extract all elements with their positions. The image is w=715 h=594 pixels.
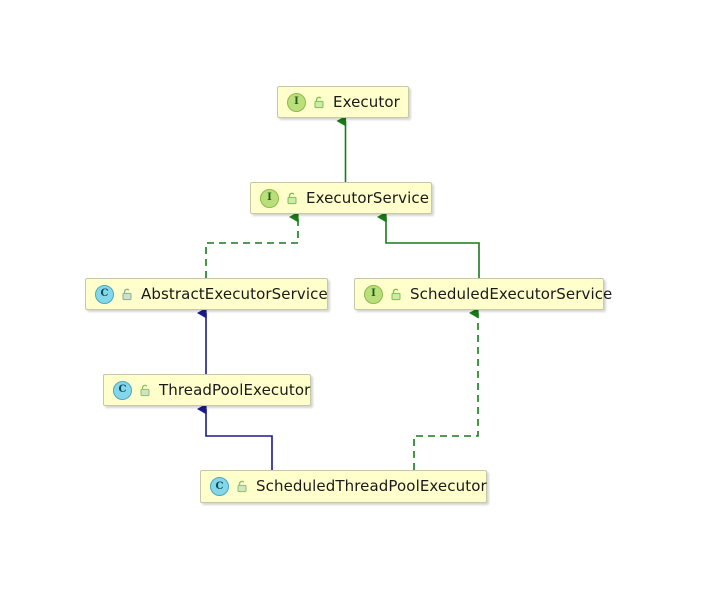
- node-scheduled-executor-service[interactable]: ScheduledExecutorService: [354, 278, 612, 310]
- node-label: ScheduledThreadPoolExecutor: [256, 477, 487, 495]
- node-scheduled-thread-pool-executor[interactable]: ScheduledThreadPoolExecutor: [200, 470, 487, 503]
- edge-scheduledthreadpoolexecutor-to-threadpoolexecutor: [197, 403, 273, 470]
- node-label: ExecutorService: [306, 188, 430, 207]
- node-label: ScheduledExecutorService: [410, 284, 613, 303]
- padlock-icon: [391, 288, 401, 300]
- padlock-icon: [237, 480, 247, 493]
- node-executor-service[interactable]: ExecutorService: [250, 182, 432, 214]
- padlock-icon: [314, 96, 324, 108]
- edge-abstractexecutorservice-to-executorservice: [205, 211, 299, 278]
- node-label: ThreadPoolExecutor: [159, 380, 311, 399]
- edge-scheduledexecutorservice-to-executorservice: [377, 211, 480, 278]
- class-icon: [95, 284, 114, 304]
- node-executor[interactable]: Executor: [277, 86, 409, 118]
- class-icon: [210, 477, 229, 496]
- padlock-icon: [287, 192, 297, 204]
- node-abstract-executor-service[interactable]: AbstractExecutorService: [85, 278, 328, 310]
- class-icon: [113, 380, 132, 400]
- padlock-icon: [140, 384, 150, 396]
- node-label: Executor: [333, 92, 400, 111]
- node-label: AbstractExecutorService: [141, 284, 328, 303]
- padlock-icon: [122, 288, 132, 300]
- interface-icon: [260, 188, 279, 208]
- interface-icon: [287, 92, 306, 112]
- edge-scheduledthreadpoolexecutor-to-scheduledexecutorservice: [413, 307, 479, 470]
- interface-icon: [364, 284, 383, 304]
- node-thread-pool-executor[interactable]: ThreadPoolExecutor: [103, 374, 311, 406]
